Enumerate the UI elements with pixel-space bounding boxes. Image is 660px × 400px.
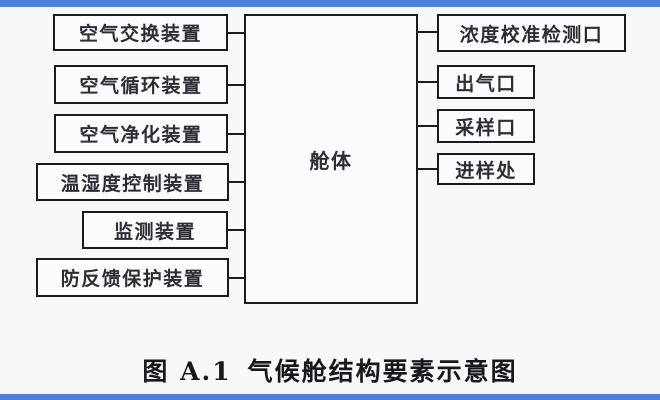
box-air-purification-device: 空气净化装置 [54,114,228,153]
connector-line [417,125,438,127]
connector-line [227,181,245,183]
connector-line [227,84,245,86]
box-chamber-body: 舱体 [244,14,418,304]
box-temp-humidity-control-device: 温湿度控制装置 [36,163,229,201]
figure-number: 图 A.1 [142,357,232,386]
connector-line [417,31,438,33]
box-gas-outlet: 出气口 [437,65,535,99]
box-sample-inlet: 进样处 [437,153,535,185]
connector-line [227,32,245,34]
box-anti-feedback-protection-device: 防反馈保护装置 [36,258,229,297]
top-accent-bar [0,0,660,7]
connector-line [227,277,245,279]
figure-title: 气候舱结构要素示意图 [247,357,518,386]
connector-line [417,168,438,170]
box-sampling-port: 采样口 [437,109,535,143]
box-monitoring-device: 监测装置 [82,211,228,249]
box-air-circulation-device: 空气循环装置 [54,65,228,104]
box-concentration-calibration-port: 浓度校准检测口 [437,14,626,52]
bottom-accent-bar [0,394,660,400]
connector-line [417,81,438,83]
connector-line [227,229,245,231]
figure-caption: 图 A.1 气候舱结构要素示意图 [0,352,660,388]
box-air-exchange-device: 空气交换装置 [53,14,228,51]
connector-line [227,133,245,135]
